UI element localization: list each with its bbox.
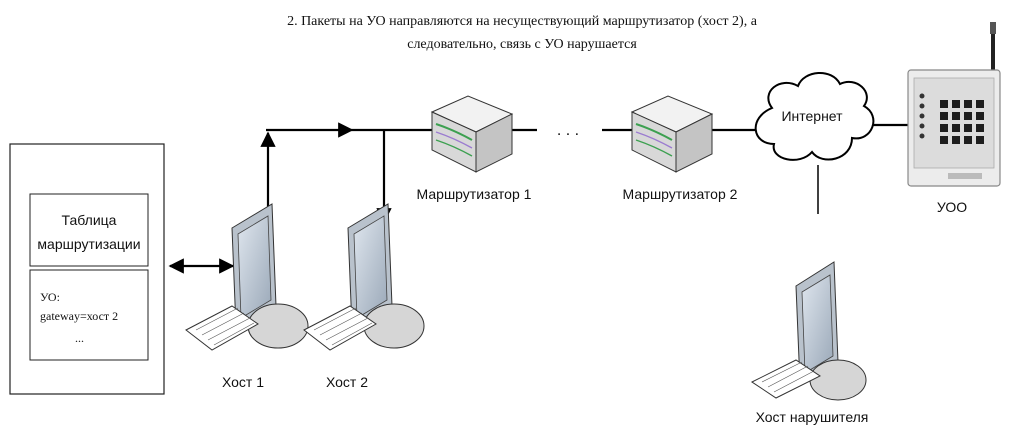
routing-table-title-2: маршрутизации — [37, 236, 140, 252]
keypad-key — [976, 100, 984, 108]
status-led — [919, 103, 925, 109]
attacker-label: Хост нарушителя — [756, 409, 869, 425]
keypad-key — [952, 136, 960, 144]
keypad-key — [976, 112, 984, 120]
keypad-key — [964, 112, 972, 120]
routing-table-panel: Таблица маршрутизации УО: gateway=хост 2… — [9, 143, 165, 395]
status-led — [919, 113, 925, 119]
routing-entry-more: ... — [75, 331, 84, 345]
keypad-key — [976, 124, 984, 132]
host-2-keyboard-keys — [313, 307, 373, 346]
device-label: УОО — [937, 199, 967, 215]
host-1-computer-icon — [185, 203, 309, 351]
routing-table-entry-box — [29, 269, 149, 361]
host-2-label: Хост 2 — [326, 374, 368, 390]
keypad-key — [940, 100, 948, 108]
host-1-keyboard-keys — [195, 307, 255, 346]
keypad-key — [940, 124, 948, 132]
router-1-icon — [430, 95, 514, 173]
attacker-computer-icon — [751, 261, 867, 401]
security-device-icon — [907, 22, 1001, 187]
internet-cloud-icon: Интернет — [754, 72, 875, 161]
routers-ellipsis: . . . — [557, 122, 579, 139]
router-2-icon — [630, 95, 714, 173]
router-1-label: Маршрутизатор 1 — [417, 186, 532, 202]
routing-table-title-box — [29, 193, 149, 267]
host-2-computer-icon — [303, 203, 425, 351]
caption-line-1: 2. Пакеты на УО направляются на несущест… — [287, 14, 758, 29]
keypad-key — [964, 136, 972, 144]
attacker-keyboard-keys — [761, 361, 815, 393]
host-1-label: Хост 1 — [222, 374, 264, 390]
keypad-key — [952, 124, 960, 132]
status-led — [919, 123, 925, 129]
caption-line-2: следовательно, связь с УО нарушается — [407, 37, 637, 52]
keypad-key — [976, 136, 984, 144]
keypad-key — [940, 112, 948, 120]
keypad-key — [940, 136, 948, 144]
keypad-key — [964, 124, 972, 132]
keypad-key — [952, 100, 960, 108]
device-keypad — [919, 93, 984, 144]
routing-entry-label: УО: — [40, 290, 60, 304]
keypad-key — [964, 100, 972, 108]
routing-table-title-1: Таблица — [62, 212, 117, 228]
status-led — [919, 133, 925, 139]
router-2-label: Маршрутизатор 2 — [623, 186, 738, 202]
routing-entry-value: gateway=хост 2 — [40, 309, 118, 323]
keypad-key — [952, 112, 960, 120]
status-led — [919, 93, 925, 99]
internet-label: Интернет — [781, 108, 843, 124]
